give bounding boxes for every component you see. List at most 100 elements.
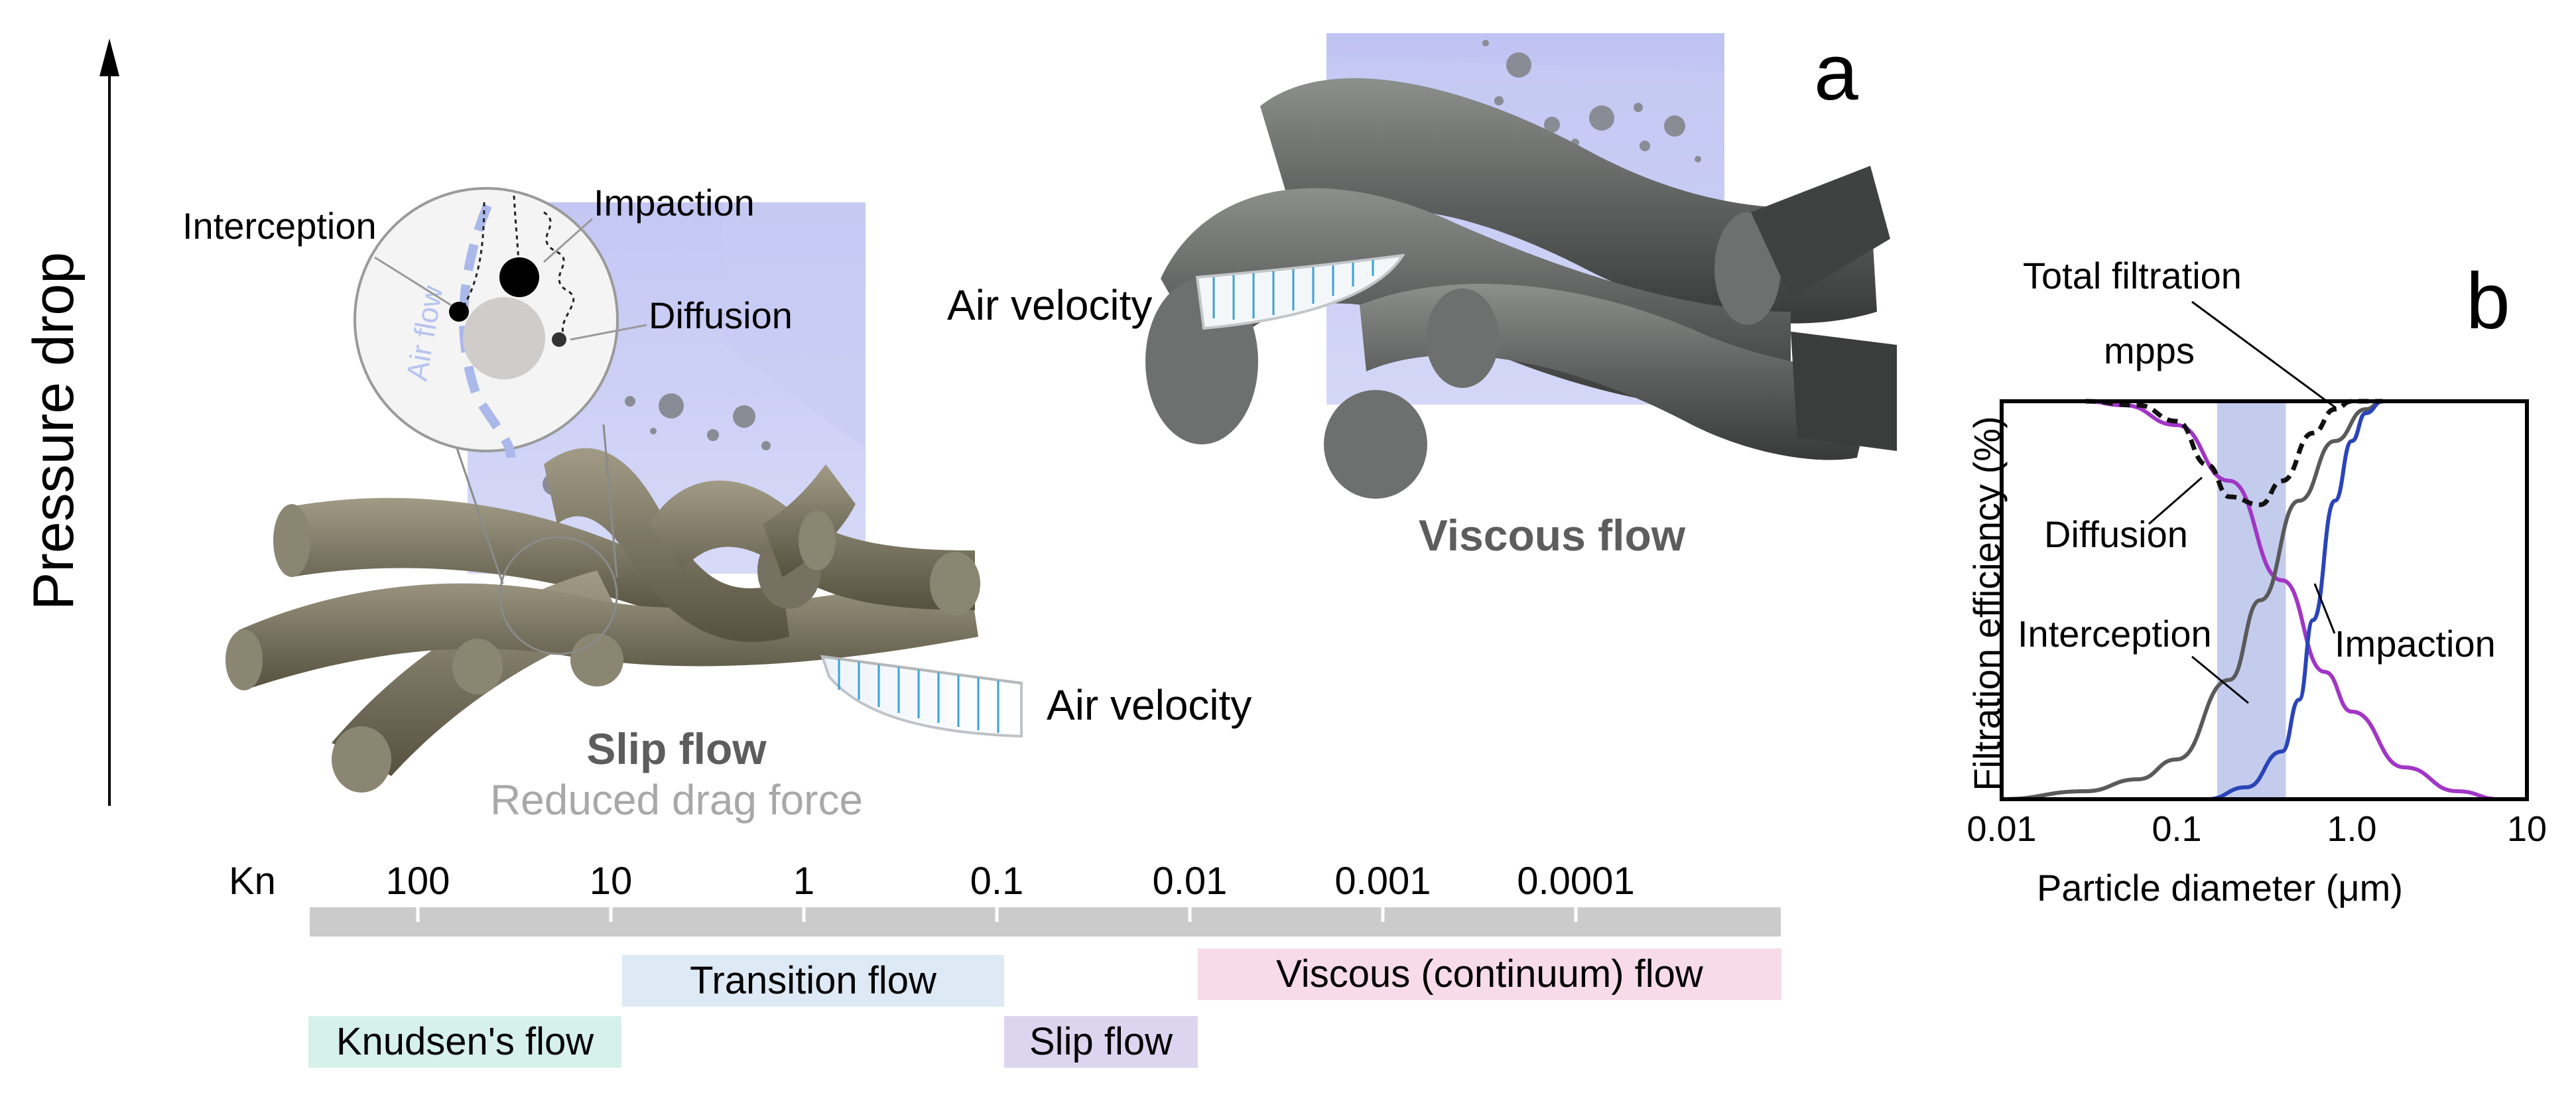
- diffusion-leader: [570, 324, 647, 341]
- diffusion-leader: [2148, 476, 2203, 525]
- kn-bar: [310, 907, 1781, 936]
- x-tick-label: 10: [2507, 809, 2547, 849]
- velocity-arrows: [1212, 260, 1374, 320]
- series-line-total-filtration: [2085, 399, 2383, 507]
- velocity-profile-shape: [1195, 253, 1405, 330]
- interception-series-label: Interception: [2018, 613, 2212, 655]
- panel-a-label: a: [1814, 28, 1858, 117]
- fiber: [239, 570, 978, 690]
- collector-fiber: [463, 297, 545, 379]
- chart-series: [2001, 399, 2500, 801]
- slip-blue-shade: [723, 202, 866, 448]
- diffusion-particle: [552, 332, 566, 347]
- air-flow-path: [459, 204, 515, 458]
- velocity-arrows: [838, 659, 999, 733]
- x-tick-label: 1.0: [2327, 809, 2376, 849]
- x-tick-label: 0.1: [2152, 809, 2201, 849]
- series-line-diffusion: [2085, 399, 2500, 801]
- x-tick-label: 0.01: [1966, 809, 2036, 849]
- fiber-end: [570, 633, 623, 686]
- x-tick-labels: 0.01 0.1 1.0 10: [1966, 809, 2547, 849]
- kn-label: Kn: [229, 860, 276, 903]
- zoom-line: [602, 424, 618, 578]
- panel-a: a Pressure drop: [22, 28, 1897, 1068]
- particle: [659, 393, 684, 419]
- particle: [625, 396, 635, 407]
- kn-tick-label: 0.01: [1153, 860, 1228, 903]
- regime-slip-band: [1004, 1016, 1198, 1068]
- slip-flow-subtitle: Reduced drag force: [490, 776, 863, 824]
- particle: [1640, 141, 1650, 151]
- impaction-particle: [499, 257, 539, 297]
- regime-viscous-label: Viscous (continuum) flow: [1276, 952, 1704, 996]
- particle: [1506, 52, 1531, 78]
- viscous-air-velocity-label: Air velocity: [947, 281, 1152, 329]
- fiber-end: [1426, 289, 1499, 388]
- viscous-particles: [1482, 40, 1701, 162]
- regime-transition-band: [622, 955, 1004, 1007]
- x-axis-label: Particle diameter (μm): [2037, 867, 2403, 909]
- mpps-label: mpps: [2104, 330, 2195, 371]
- particle: [1664, 115, 1685, 137]
- kn-tick-label: 0.1: [970, 860, 1024, 903]
- fiber-end: [273, 504, 310, 577]
- particle: [707, 429, 719, 441]
- fiber-end: [1324, 390, 1427, 499]
- slip-air-velocity-label: Air velocity: [1047, 681, 1252, 729]
- kn-tick-label: 0.001: [1334, 860, 1431, 903]
- regime-knudsen-label: Knudsen's flow: [336, 1020, 594, 1063]
- fiber: [1751, 166, 1890, 298]
- impaction-leader: [543, 218, 593, 263]
- kn-tick-label: 0.0001: [1517, 860, 1634, 903]
- flow-regimes: Transition flow Viscous (continuum) flow…: [308, 948, 1781, 1068]
- slip-flow-illustration: Air velocity Slip flow Reduced drag forc…: [225, 202, 1252, 824]
- fiber-end: [225, 629, 263, 690]
- particle: [1482, 40, 1489, 46]
- viscous-flow-title: Viscous flow: [1419, 511, 1686, 560]
- fiber-end: [930, 552, 980, 615]
- particle: [650, 428, 657, 434]
- particle: [1494, 96, 1504, 105]
- total-filtration-label: Total filtration: [2023, 255, 2242, 296]
- zoom-region: [499, 536, 618, 655]
- kn-tick-label: 10: [590, 860, 633, 903]
- velocity-baseline: [822, 655, 1022, 684]
- interception-leader: [374, 256, 452, 306]
- diffusion-series-label: Diffusion: [2044, 513, 2188, 555]
- fiber-end: [452, 639, 503, 694]
- viscous-velocity-profile: Air velocity: [947, 253, 1405, 330]
- capture-mechanism-inset: Air flow Interception Impaction Diffusio…: [182, 182, 793, 458]
- regime-transition-label: Transition flow: [690, 959, 937, 1002]
- impaction-series-label: Impaction: [2335, 623, 2496, 665]
- regime-viscous-band: [1198, 948, 1781, 1000]
- pressure-drop-arrowhead: [99, 38, 119, 76]
- interception-trajectory: [460, 202, 485, 311]
- particle: [761, 441, 771, 450]
- diffusion-label: Diffusion: [649, 294, 793, 336]
- viscous-flow-illustration: Air velocity Viscous flow: [947, 33, 1897, 560]
- pressure-drop-axis: Pressure drop: [22, 38, 119, 806]
- interception-label: Interception: [182, 205, 377, 247]
- series-line-impaction: [2207, 399, 2383, 801]
- fiber: [1791, 332, 1897, 451]
- regime-slip-label: Slip flow: [1029, 1020, 1173, 1063]
- impaction-label: Impaction: [594, 182, 755, 224]
- interception-leader: [2191, 655, 2249, 704]
- interception-particle: [449, 302, 469, 322]
- impaction-leader: [2313, 583, 2336, 634]
- mpps-band: [2217, 401, 2286, 799]
- particle: [1589, 105, 1614, 131]
- particle: [1634, 103, 1643, 112]
- particle: [733, 405, 755, 428]
- fiber-end: [332, 726, 391, 793]
- viscous-fibers: [1145, 78, 1897, 499]
- pressure-drop-label: Pressure drop: [22, 252, 86, 610]
- kn-tick-label: 100: [386, 860, 450, 903]
- series-line-interception: [2001, 399, 2383, 801]
- slip-velocity-profile: Air velocity: [820, 655, 1252, 738]
- slip-fibers: [225, 448, 980, 793]
